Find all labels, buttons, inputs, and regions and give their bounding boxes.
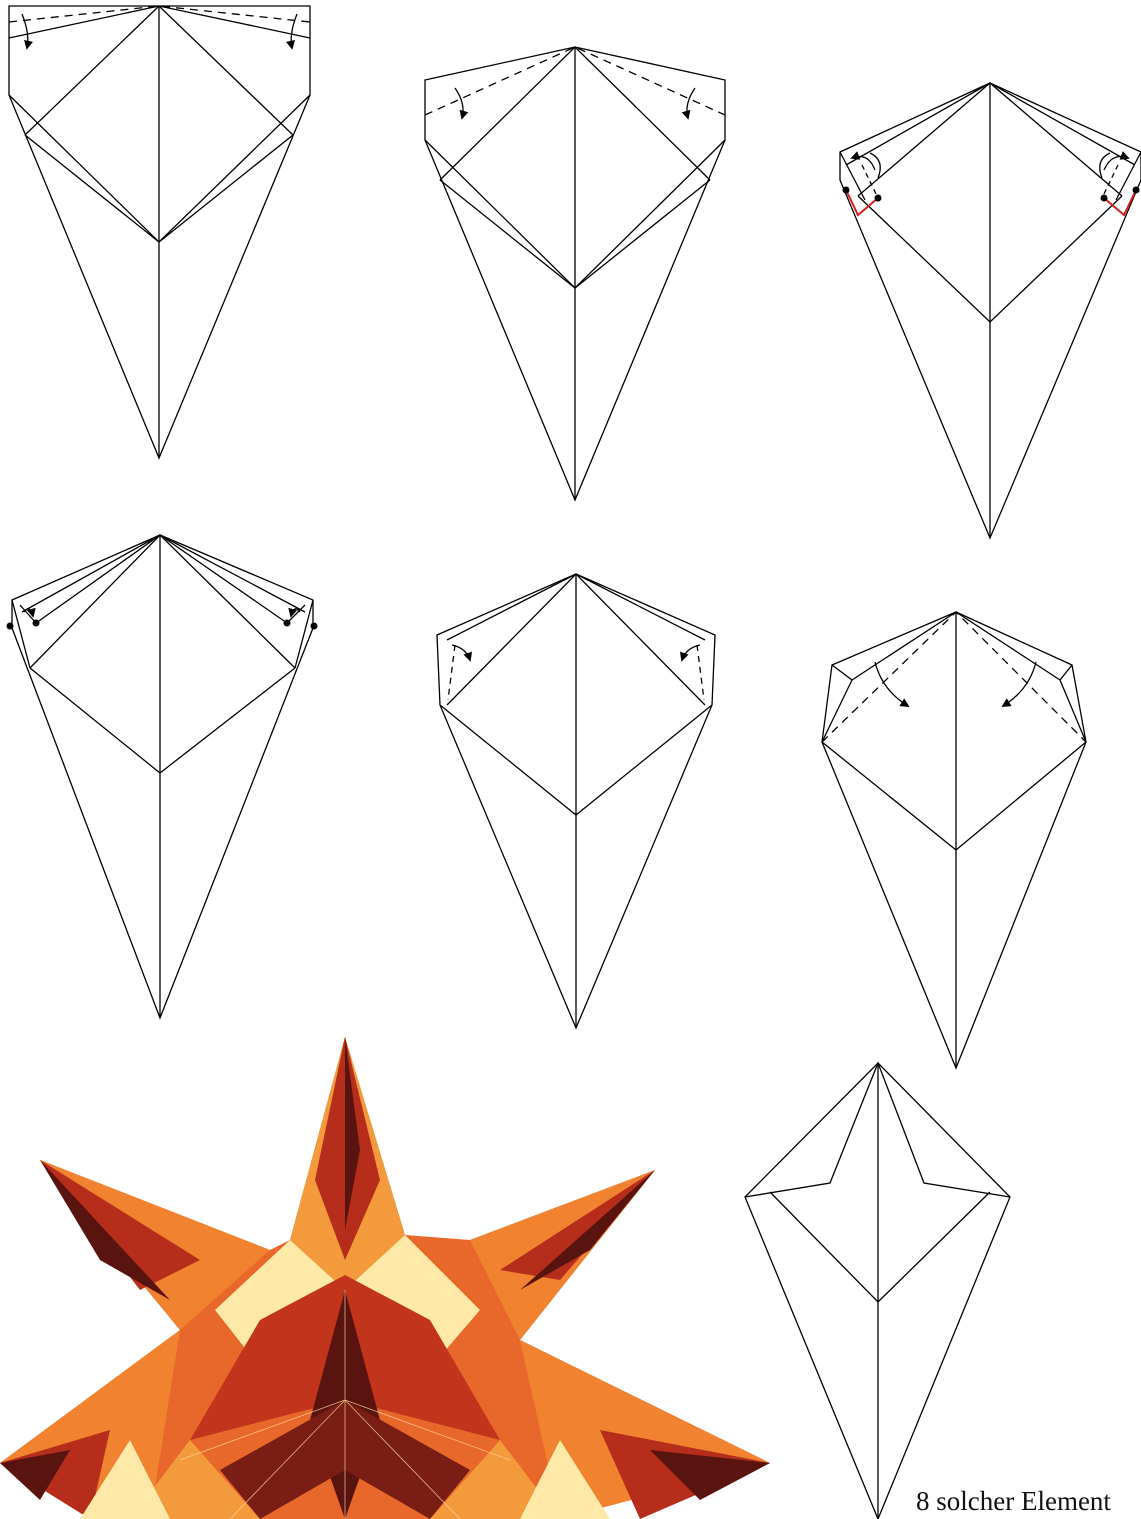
step-4-diagram [7,535,318,1018]
fold-arrow-icon [875,662,908,706]
step-2-diagram [425,47,725,500]
reference-dot-icon [843,187,1140,202]
step-7-diagram [745,1063,1010,1519]
step-1-diagram [9,6,310,458]
step-5-diagram [437,574,715,1028]
elements-caption: 8 solcher Element [916,1486,1111,1517]
finished-star-image [0,1037,770,1519]
fold-arrow-icon [455,88,463,118]
fold-arrow-icon [1003,662,1036,706]
fold-arrow-icon [22,14,28,48]
step-6-diagram [822,612,1086,1068]
fold-arrow-icon [291,14,297,48]
fold-arrow-icon [687,88,695,118]
reference-dot-icon [7,620,318,630]
step-3-diagram [840,83,1141,538]
